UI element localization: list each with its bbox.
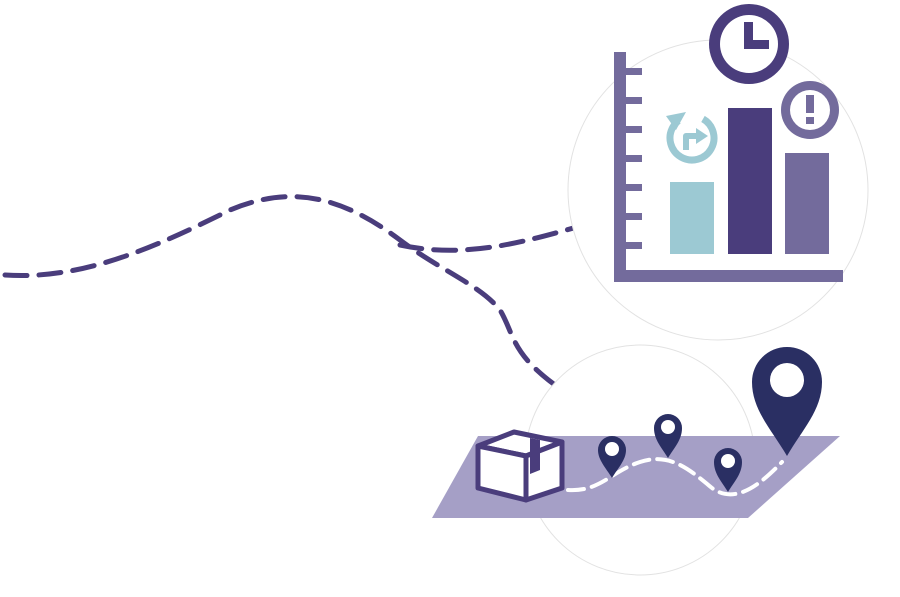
clock-icon	[709, 4, 789, 84]
chart-y-axis	[614, 52, 626, 282]
dashed-connector-branch	[397, 219, 598, 253]
chart-y-tick	[626, 68, 642, 75]
bar-chart-icon	[614, 52, 843, 282]
alert-icon	[781, 81, 839, 139]
chart-y-tick	[626, 184, 642, 191]
destination-location-pin-icon	[752, 347, 822, 456]
chart-y-tick	[626, 126, 642, 133]
chart-y-tick	[626, 213, 642, 220]
chart-bar-medium	[785, 153, 829, 254]
chart-y-tick	[626, 155, 642, 162]
location-pin-icon	[714, 448, 742, 492]
refresh-icon	[666, 112, 718, 164]
delivery-route-path	[566, 457, 784, 497]
chart-x-axis	[614, 270, 843, 282]
location-pin-icon	[598, 436, 626, 478]
chart-bar-tall	[728, 108, 772, 254]
chart-y-tick	[626, 242, 642, 249]
chart-y-tick	[626, 97, 642, 104]
location-pin-icon	[654, 414, 682, 458]
dashed-connector-path	[2, 194, 568, 395]
package-box-icon	[475, 429, 565, 503]
chart-bar-short	[670, 182, 714, 254]
